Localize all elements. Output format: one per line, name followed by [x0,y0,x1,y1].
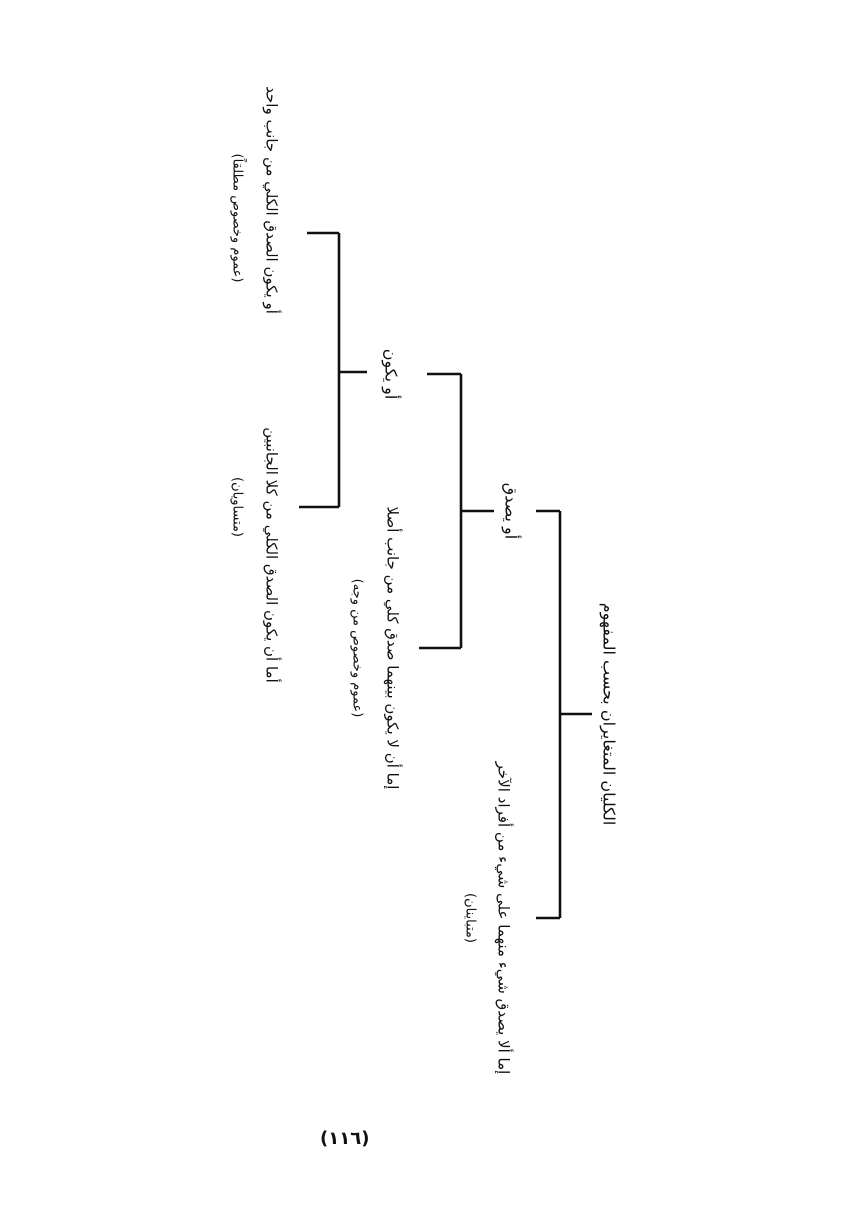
partial-overlap-label: إما أن لا يكون بينهما صدق كلي من جانب أص… [383,507,403,790]
one-sided-label: أو يكون الصدق الكلي من جانب واحد [262,86,282,314]
one-sided-relation: (عموم وخصوص مطلقاً) [230,154,248,283]
disjoint-label: إما ألا يصدق شيء منهما على شيء من أفراد … [494,761,514,1075]
partial-overlap-relation: (عموم وخصوص من وجه) [350,579,365,718]
equal-label: أما أن يكون الصدق الكلي من كلا الجانبين [262,427,282,682]
overlap-label: أو يصدق [501,483,522,539]
page-number: (١١٦) [320,1128,370,1149]
level2-bracket [419,372,494,650]
level3-bracket [299,231,367,509]
total-overlap-label: أو يكون [381,349,402,400]
disjoint-relation: (متباينان) [463,893,478,943]
equal-relation: (متساويان) [230,477,245,537]
root-bracket [536,509,592,920]
root-label: الكليان المتغايران بحسب المفهوم [599,603,619,826]
